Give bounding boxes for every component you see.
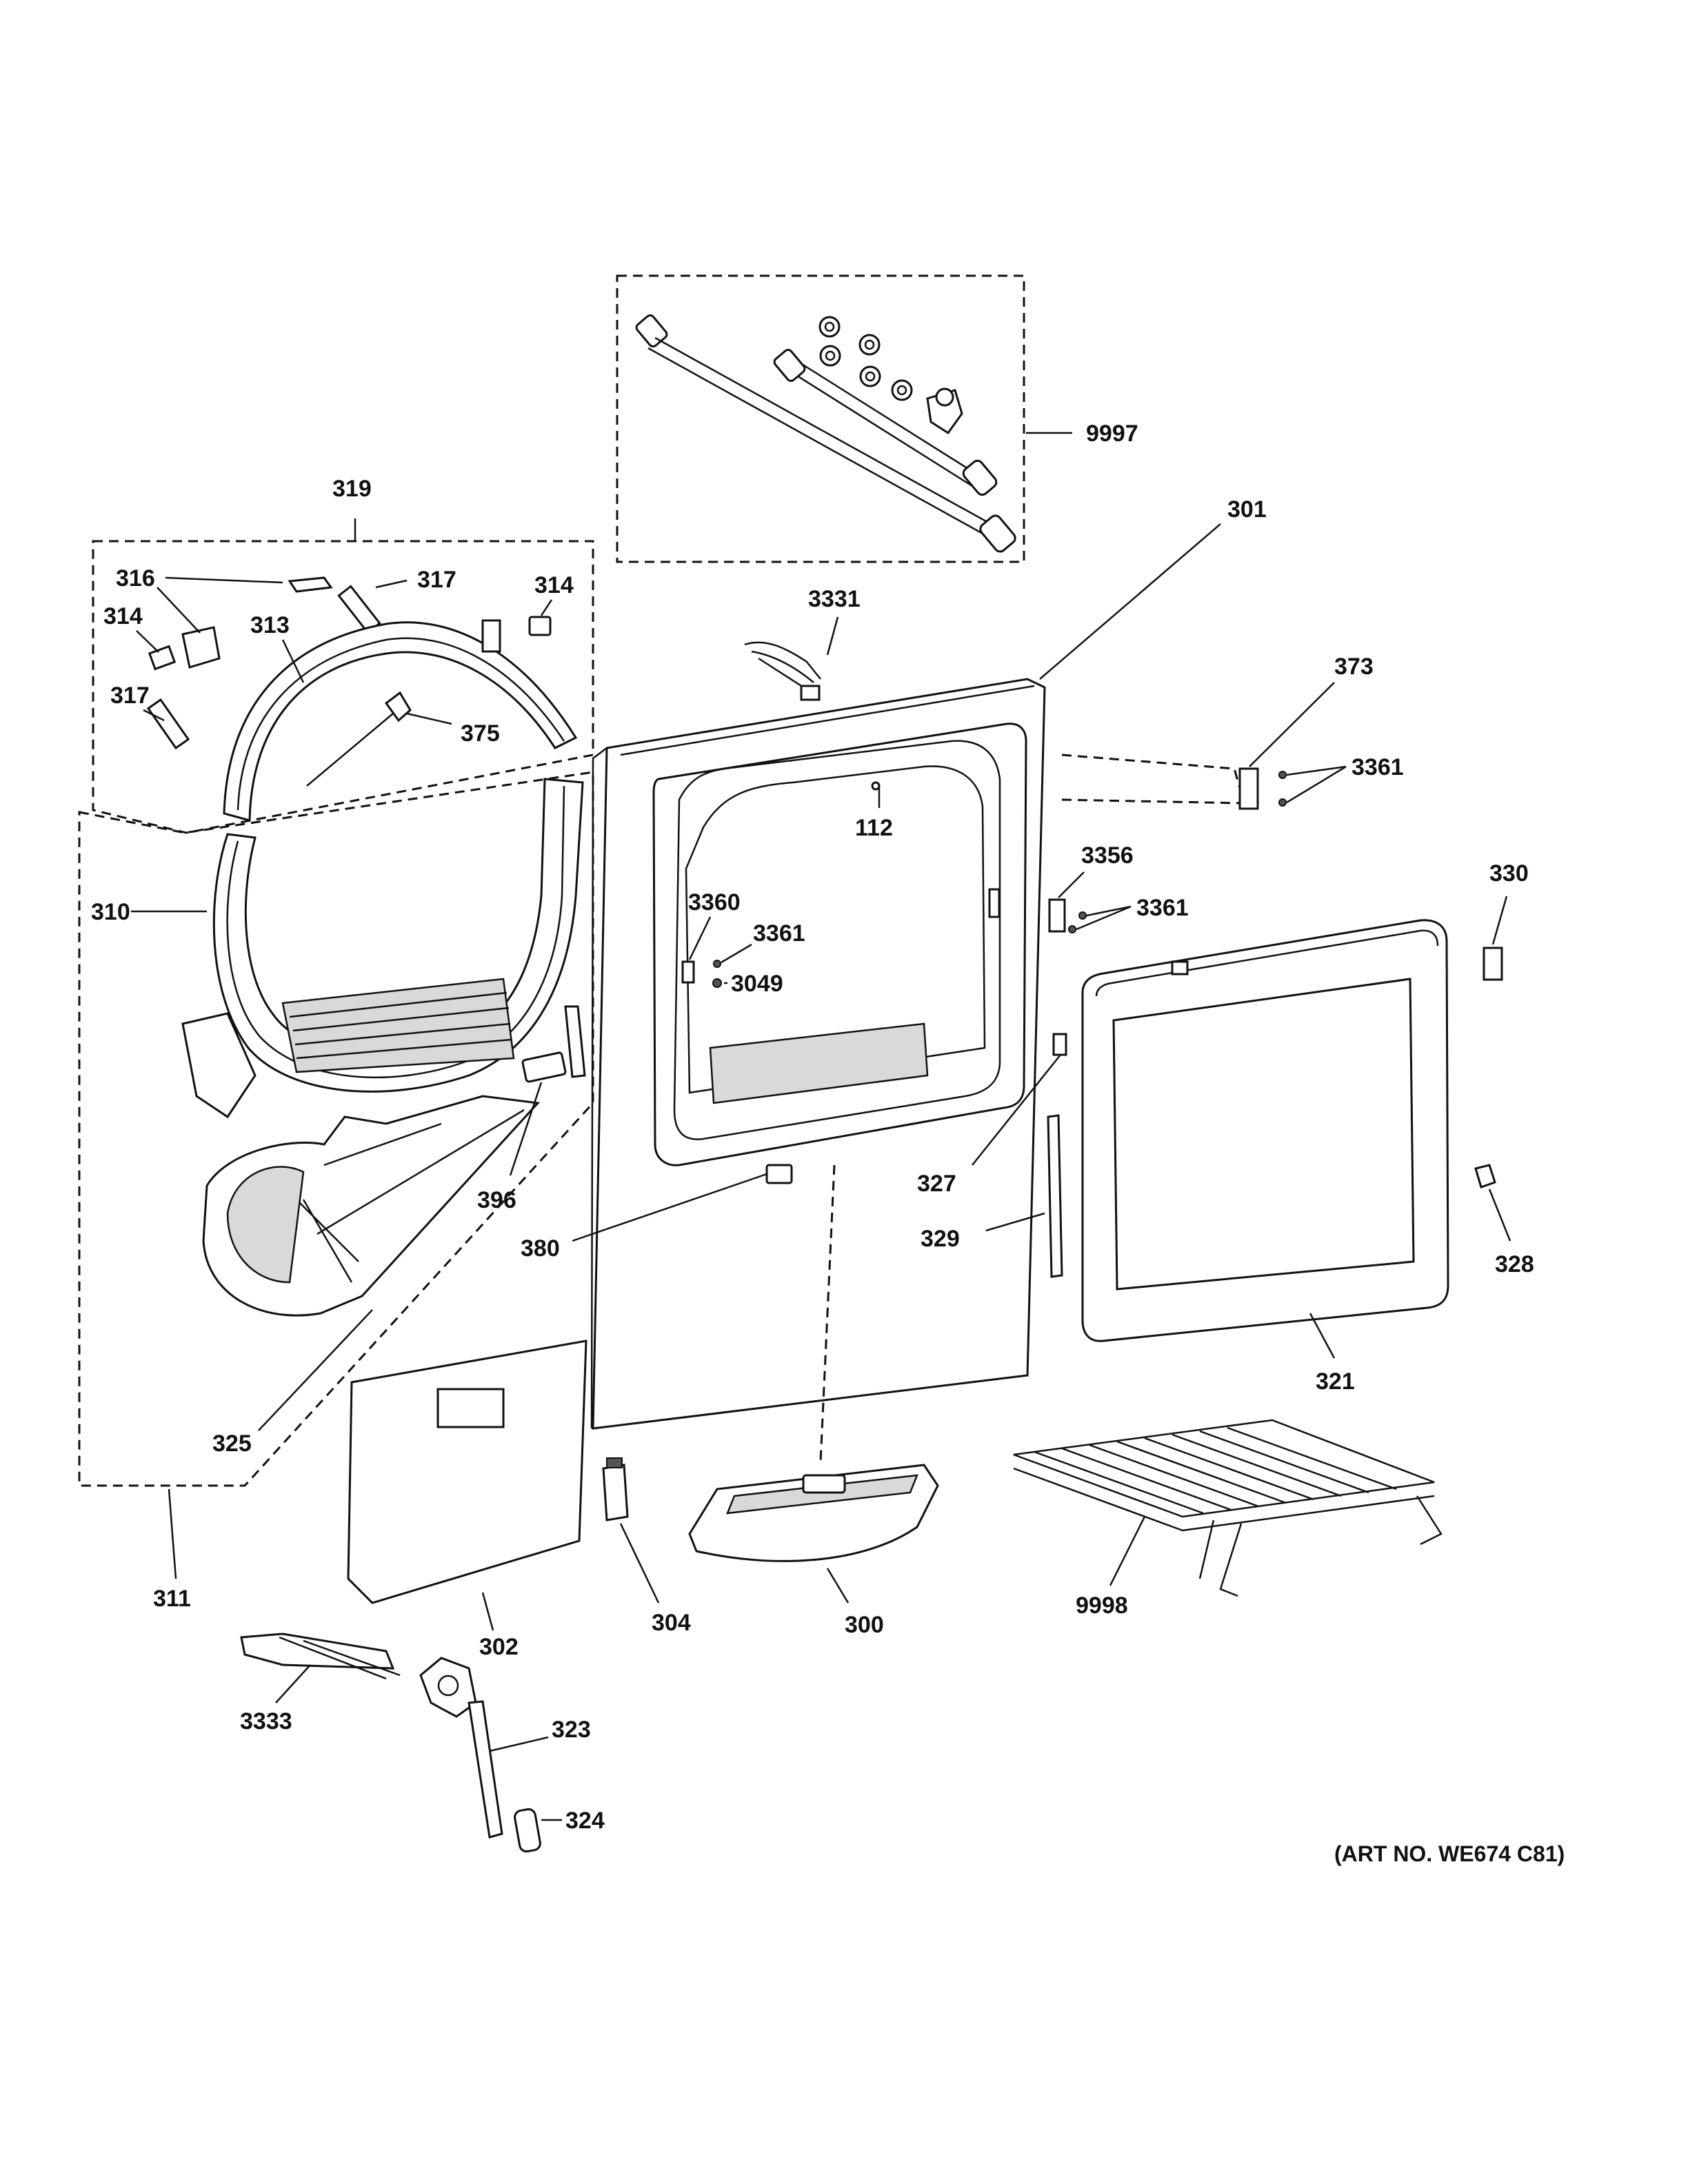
callout-325: 325	[212, 1430, 252, 1457]
part-3356-hinge	[1048, 898, 1066, 933]
part-112-screw	[871, 781, 881, 791]
callout-314-right: 314	[534, 572, 574, 598]
callout-396: 396	[477, 1187, 516, 1213]
part-3360-strike	[681, 960, 695, 984]
bulkhead-assembly-group: 310 396 325 311	[78, 771, 594, 1612]
callout-3356: 3356	[1081, 842, 1134, 869]
part-328-strike	[1474, 1164, 1496, 1189]
part-310-bulkhead-ring	[212, 778, 584, 1093]
callout-323: 323	[552, 1717, 591, 1743]
fill-hose-part	[635, 314, 1016, 553]
hinge-group: 373 3361 3356 3361	[1048, 654, 1404, 933]
callout-3361-hinge: 3361	[1352, 754, 1404, 780]
part-304-sensor	[602, 1464, 629, 1521]
part-316-wire	[288, 576, 333, 593]
callout-302: 302	[479, 1634, 519, 1660]
callout-112: 112	[855, 815, 893, 841]
callout-319: 319	[332, 476, 372, 502]
access-panel-group: 302	[347, 1339, 587, 1660]
bulkhead-dashed-box	[92, 540, 594, 834]
drying-rack-group: 9998	[1013, 1419, 1443, 1619]
callout-317-lower: 317	[110, 682, 150, 709]
part-324-fitting	[514, 1808, 541, 1853]
callout-3333: 3333	[240, 1708, 292, 1735]
callout-3331: 3331	[808, 586, 861, 612]
part-396-block	[521, 1051, 567, 1083]
callout-311: 311	[153, 1586, 191, 1612]
part-323-valve	[419, 1657, 477, 1718]
part-9998-drying-rack	[1013, 1419, 1443, 1597]
callout-310: 310	[91, 899, 130, 925]
callout-328: 328	[1495, 1251, 1534, 1277]
part-314-clip-left	[148, 645, 177, 671]
callout-300: 300	[845, 1612, 884, 1638]
art-number: (ART NO. WE674 C81)	[1334, 1841, 1565, 1866]
callout-314-left: 314	[103, 603, 143, 629]
part-323-tube	[468, 1700, 503, 1839]
callout-329: 329	[921, 1226, 960, 1252]
callout-9997: 9997	[1086, 421, 1138, 447]
callout-324: 324	[565, 1808, 605, 1834]
part-302-access-panel	[347, 1339, 587, 1604]
part-373-hinge	[1238, 767, 1259, 810]
callout-373: 373	[1334, 654, 1374, 680]
callout-3360: 3360	[688, 889, 741, 916]
callout-301: 301	[1227, 496, 1267, 523]
part-380-switch	[765, 1164, 793, 1184]
callout-330: 330	[1489, 860, 1529, 887]
callout-304: 304	[652, 1610, 691, 1636]
callout-380: 380	[521, 1235, 560, 1262]
part-314-clip-right	[528, 616, 552, 636]
part-329-handle	[1047, 1114, 1063, 1278]
callout-321: 321	[1316, 1368, 1355, 1395]
hose-kit-group: 9997	[616, 274, 1138, 563]
callout-313: 313	[250, 612, 290, 638]
bulkhead-group: 319 316 317 314 314 313 317 375	[92, 476, 594, 834]
front-panel-group: 301 3331 112 3360 3361 3049 380	[521, 496, 1267, 1430]
part-316-sensor	[181, 626, 221, 669]
part-330-hinge	[1483, 947, 1503, 981]
part-304-group: 304	[602, 1457, 691, 1636]
hose-kit-dashed-box	[616, 274, 1025, 563]
part-317-pad-lower	[146, 698, 190, 750]
callout-375: 375	[461, 720, 500, 747]
callout-327: 327	[917, 1171, 956, 1197]
callout-317-upper: 317	[417, 567, 456, 593]
part-313-front-bulkhead	[223, 621, 578, 822]
callout-3049: 3049	[731, 971, 783, 997]
part-3331-harness	[800, 685, 821, 701]
callout-316: 316	[116, 565, 155, 592]
part-327-catch	[1052, 1033, 1067, 1056]
part-301-door-opening	[652, 722, 1027, 1166]
door-group: 327 329 330 328 321	[917, 860, 1534, 1395]
callout-3361-mid: 3361	[1136, 895, 1189, 921]
callout-9998: 9998	[1076, 1593, 1128, 1619]
callout-3361-left: 3361	[753, 920, 805, 947]
lint-filter-group: 300	[688, 1164, 939, 1638]
part-321-door-glass	[1112, 978, 1415, 1291]
part-375-sensor	[384, 691, 412, 722]
lower-parts-group: 3333 323 324	[240, 1632, 605, 1853]
